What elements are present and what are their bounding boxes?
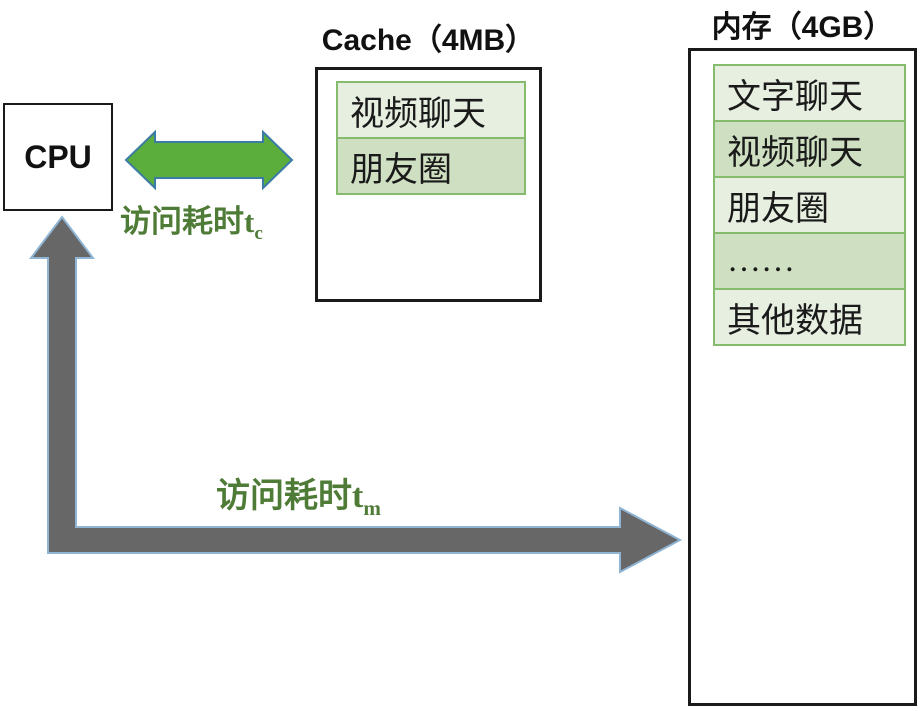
cache-box: 视频聊天 朋友圈: [315, 67, 542, 302]
cache-row: 朋友圈: [336, 137, 526, 195]
cpu-box: CPU: [3, 103, 113, 211]
cache-rows: 视频聊天 朋友圈: [336, 81, 526, 195]
memory-row: 其他数据: [713, 288, 906, 346]
cache-title: Cache（4MB）: [321, 24, 536, 57]
memory-row-label: 文字聊天: [727, 78, 863, 116]
memory-access-time-subscript: m: [363, 495, 381, 520]
cache-access-time-subscript: c: [254, 223, 263, 245]
cache-row-label: 朋友圈: [350, 151, 452, 189]
memory-row-label: 朋友圈: [727, 190, 829, 228]
memory-row: 视频聊天: [713, 120, 906, 178]
memory-row-label: ……: [727, 242, 795, 279]
cache-row-label: 视频聊天: [350, 95, 486, 133]
memory-row: 文字聊天: [713, 64, 906, 122]
cpu-memory-elbow-arrow-icon: [28, 215, 683, 574]
memory-access-time-label: 访问耗时tm: [216, 468, 381, 520]
memory-rows: 文字聊天 视频聊天 朋友圈 …… 其他数据: [713, 64, 906, 346]
memory-title: 内存（4GB）: [711, 11, 894, 44]
cache-access-time-text: 访问耗时t: [120, 204, 255, 239]
memory-access-time-text: 访问耗时t: [216, 478, 364, 515]
memory-row-label: 视频聊天: [727, 134, 863, 172]
cpu-label: CPU: [24, 138, 92, 175]
cache-access-time-label: 访问耗时tc: [120, 196, 263, 245]
cpu-cache-double-arrow-icon: [124, 129, 294, 191]
memory-row: ……: [713, 232, 906, 290]
memory-row-label: 其他数据: [727, 302, 863, 340]
memory-box: 文字聊天 视频聊天 朋友圈 …… 其他数据: [688, 48, 917, 706]
memory-row: 朋友圈: [713, 176, 906, 234]
cache-row: 视频聊天: [336, 81, 526, 139]
